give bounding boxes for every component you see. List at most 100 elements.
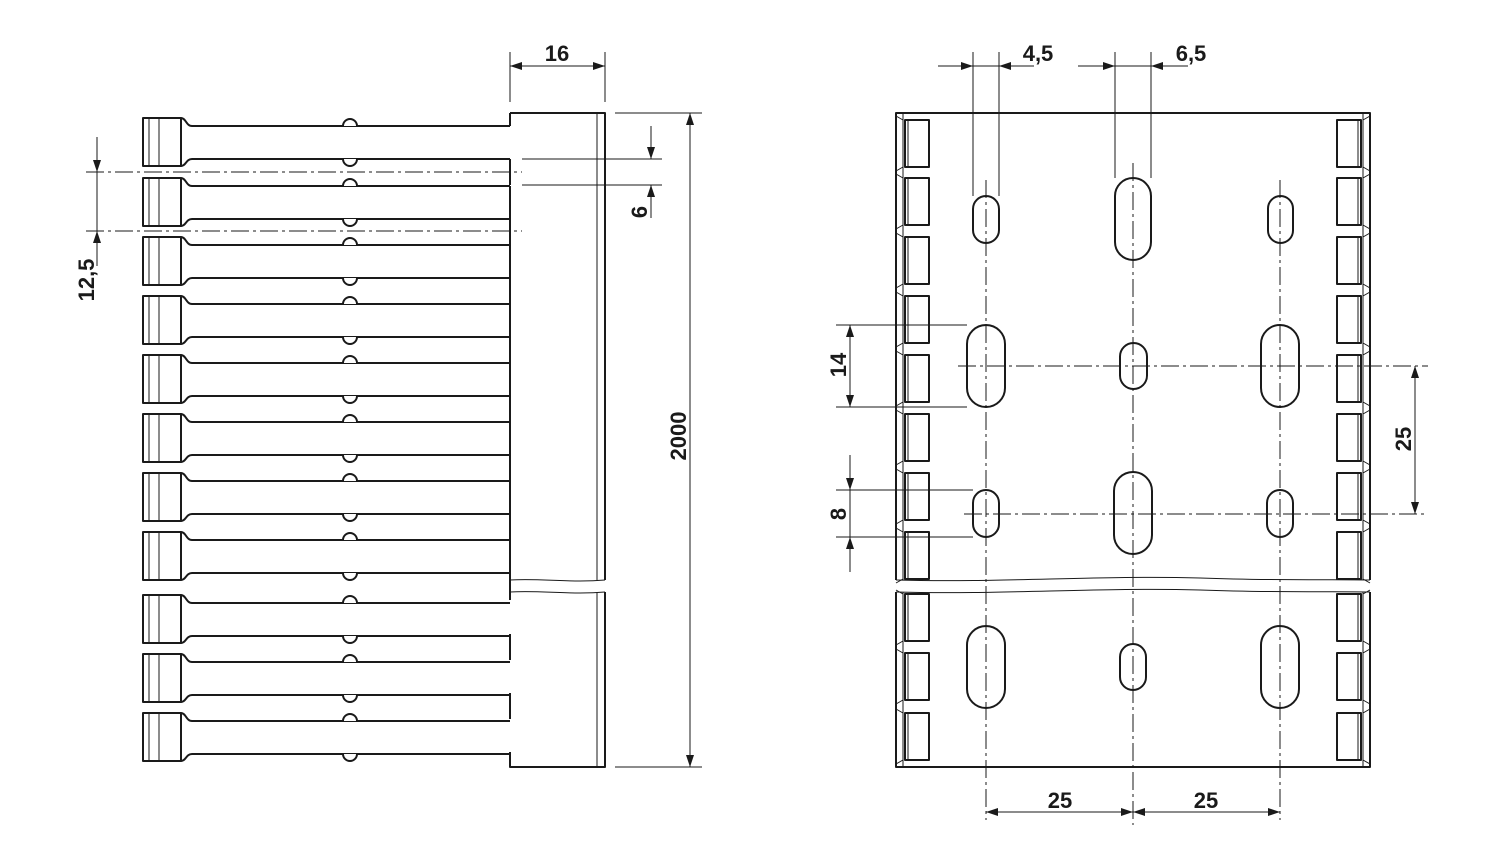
comb-finger (142, 236, 510, 286)
dim-slot-large-width-label: 6,5 (1176, 41, 1207, 66)
edge-pad-left (895, 409, 930, 466)
finger-notch (342, 572, 358, 581)
dim-pitch-12-5: 12,5 (74, 137, 101, 302)
dim-column-pitch-left-label: 25 (1048, 788, 1072, 813)
edge-pad-right (1336, 648, 1371, 705)
edge-pad-left (895, 589, 930, 646)
finger-bar-upper (180, 413, 510, 423)
pad-body (904, 472, 930, 521)
spine-lower (509, 592, 606, 768)
finger-notch (342, 414, 358, 423)
pad-body (904, 593, 930, 642)
edge-pad-right (1336, 350, 1371, 407)
finger-notch (342, 473, 358, 482)
pad-chamfer (895, 173, 904, 230)
dim-slot-large-length: 14 (826, 324, 967, 408)
dim-row-pitch-label: 25 (1391, 427, 1416, 451)
finger-notch (342, 595, 358, 604)
finger-head (142, 236, 182, 286)
edge-pad-right (1336, 409, 1371, 466)
edge-pad-right (1336, 527, 1371, 584)
comb-finger (142, 354, 510, 404)
finger-bar-lower (180, 635, 510, 644)
pad-chamfer (895, 409, 904, 466)
finger-bar-lower (180, 395, 510, 404)
finger-bar-upper (180, 236, 510, 246)
finger-notch (342, 454, 358, 463)
finger-bar-lower (180, 158, 510, 167)
finger-bar-lower (180, 218, 510, 227)
pad-chamfer (895, 648, 904, 705)
left-view: 16 2000 12,5 6 (74, 41, 702, 768)
finger-bar-upper (180, 117, 510, 127)
pad-body (904, 119, 930, 168)
finger-head (142, 712, 182, 762)
finger-head (142, 354, 182, 404)
finger-bar-lower (180, 753, 510, 762)
pad-body (904, 712, 930, 761)
finger-bar-lower (180, 336, 510, 345)
comb-finger (142, 531, 510, 581)
finger-notch (342, 694, 358, 703)
pad-body (1336, 712, 1362, 761)
finger-bar-lower (180, 572, 510, 581)
dim-width-16: 16 (509, 41, 606, 102)
comb-finger (142, 117, 510, 167)
dim-slot-large-width: 6,5 (1078, 41, 1206, 178)
comb-fingers (142, 117, 511, 762)
pad-body (904, 531, 930, 580)
pad-body (1336, 236, 1362, 285)
edge-pad-left (895, 291, 930, 348)
edge-pad-right (1336, 468, 1371, 525)
comb-finger (142, 295, 510, 345)
finger-head (142, 472, 182, 522)
dim-width-label: 16 (545, 41, 569, 66)
pad-chamfer (895, 468, 904, 525)
pad-chamfer (1362, 350, 1371, 407)
dim-column-pitch: 25 25 (986, 788, 1280, 816)
pad-body (904, 413, 930, 462)
finger-head (142, 413, 182, 463)
pad-chamfer (1362, 589, 1371, 646)
pad-body (1336, 354, 1362, 403)
finger-notch (342, 158, 358, 167)
finger-notch (342, 277, 358, 286)
pad-chamfer (895, 291, 904, 348)
finger-bar-lower (180, 277, 510, 286)
break-line-left (509, 579, 606, 594)
pad-body (1336, 472, 1362, 521)
pad-body (904, 652, 930, 701)
edge-pad-right (1336, 589, 1371, 646)
dim-pitch-label: 12,5 (74, 259, 99, 302)
finger-notch (342, 654, 358, 663)
right-view: 4,5 6,5 14 8 2 (826, 41, 1428, 825)
edge-pad-right (1336, 232, 1371, 289)
finger-notch (342, 532, 358, 541)
slot-centerlines-overlay (958, 163, 1428, 825)
edge-pad-left (895, 527, 930, 584)
finger-notch (342, 336, 358, 345)
finger-bar-lower (180, 454, 510, 463)
finger-head (142, 531, 182, 581)
pad-body (904, 177, 930, 226)
dim-slot-small-length-label: 8 (826, 508, 851, 520)
edge-pad-left (895, 648, 930, 705)
edge-pad-left (895, 115, 930, 172)
finger-notch (342, 118, 358, 127)
finger-bar-upper (180, 712, 510, 722)
pad-body (1336, 295, 1362, 344)
pad-body (1336, 593, 1362, 642)
comb-finger (142, 177, 510, 227)
pad-body (1336, 413, 1362, 462)
pad-chamfer (1362, 115, 1371, 172)
dim-slot-small-width-label: 4,5 (1023, 41, 1054, 66)
pad-chamfer (1362, 291, 1371, 348)
spine-upper (509, 112, 606, 580)
finger-bar-lower (180, 694, 510, 703)
finger-notch (342, 237, 358, 246)
dim-slot-large-length-label: 14 (826, 352, 851, 377)
edge-pad-right (1336, 291, 1371, 348)
dim-slot-label: 6 (627, 206, 652, 218)
pad-chamfer (1362, 468, 1371, 525)
